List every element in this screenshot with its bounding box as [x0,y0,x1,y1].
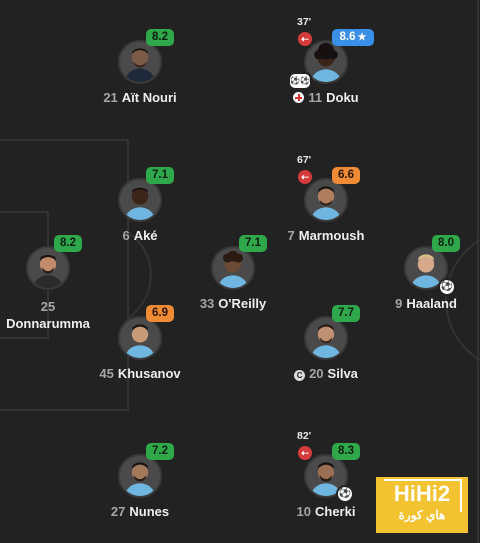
captain-icon: C [294,370,306,381]
player-name: Silva [327,366,358,381]
goal-ball-icon: ⚽ [336,485,354,503]
player-avatar [404,246,448,290]
player-number: 21 [103,90,118,105]
player-number: 27 [110,504,126,519]
player-number: 33 [199,296,215,311]
player-name: Haaland [406,296,457,311]
player-name: Donnarumma [6,316,90,331]
substitution-icon: ⇠ [296,444,314,462]
rating-badge: 8.6★ [332,29,374,46]
player-number: 7 [287,228,295,243]
assist-icon: ⚽⚽ [288,72,312,90]
player-name: Khusanov [117,366,181,381]
player-number: 45 [99,366,114,381]
watermark-logo: HiHi2 هاي كورة [376,477,468,533]
rating-badge: 8.2 [146,29,174,46]
rating-badge: 8.2 [54,235,82,252]
player-number: 10 [296,504,311,519]
player-avatar [118,454,162,498]
rating-value: 8.6 [339,31,356,43]
substitution-minute: 82' [297,430,312,442]
player-avatar [118,40,162,84]
player-avatar [211,246,255,290]
player-avatar [304,316,348,360]
player-number: 11 [308,90,323,105]
player-name: Doku [326,90,359,105]
rating-badge: 7.2 [146,443,174,460]
player-avatar [26,246,70,290]
player-number: 6 [122,228,130,243]
player-number: 25 [40,299,56,314]
player-number: 9 [395,296,403,311]
player-avatar [118,178,162,222]
player-name: Aké [133,228,158,243]
substitution-icon: ⇠ [296,30,314,48]
rating-badge: 8.3 [332,443,360,460]
logo-sub-text: هاي كورة [398,508,446,522]
player-avatar [304,178,348,222]
rating-badge: 7.1 [239,235,267,252]
injury-icon [293,92,305,103]
rating-badge: 7.7 [332,305,360,322]
player-name: Aït Nouri [121,90,177,105]
goal-ball-icon: ⚽ [438,278,456,296]
player-number: 20 [309,366,324,381]
substitution-minute: 37' [297,16,312,28]
rating-badge: 7.1 [146,167,174,184]
substitution-minute: 67' [297,154,312,166]
logo-frame [384,479,462,512]
player-name: Nunes [129,504,170,519]
player-name: Cherki [315,504,356,519]
logo-main-text: HiHi2 [393,481,451,506]
player-avatar [118,316,162,360]
player-name: O'Reilly [218,296,267,311]
rating-badge: 8.0 [432,235,460,252]
player-label: 10 Cherki [246,504,406,519]
star-icon: ★ [357,32,367,43]
rating-badge: 6.9 [146,305,174,322]
substitution-icon: ⇠ [296,168,314,186]
player-name: Marmoush [298,228,365,243]
rating-badge: 6.6 [332,167,360,184]
